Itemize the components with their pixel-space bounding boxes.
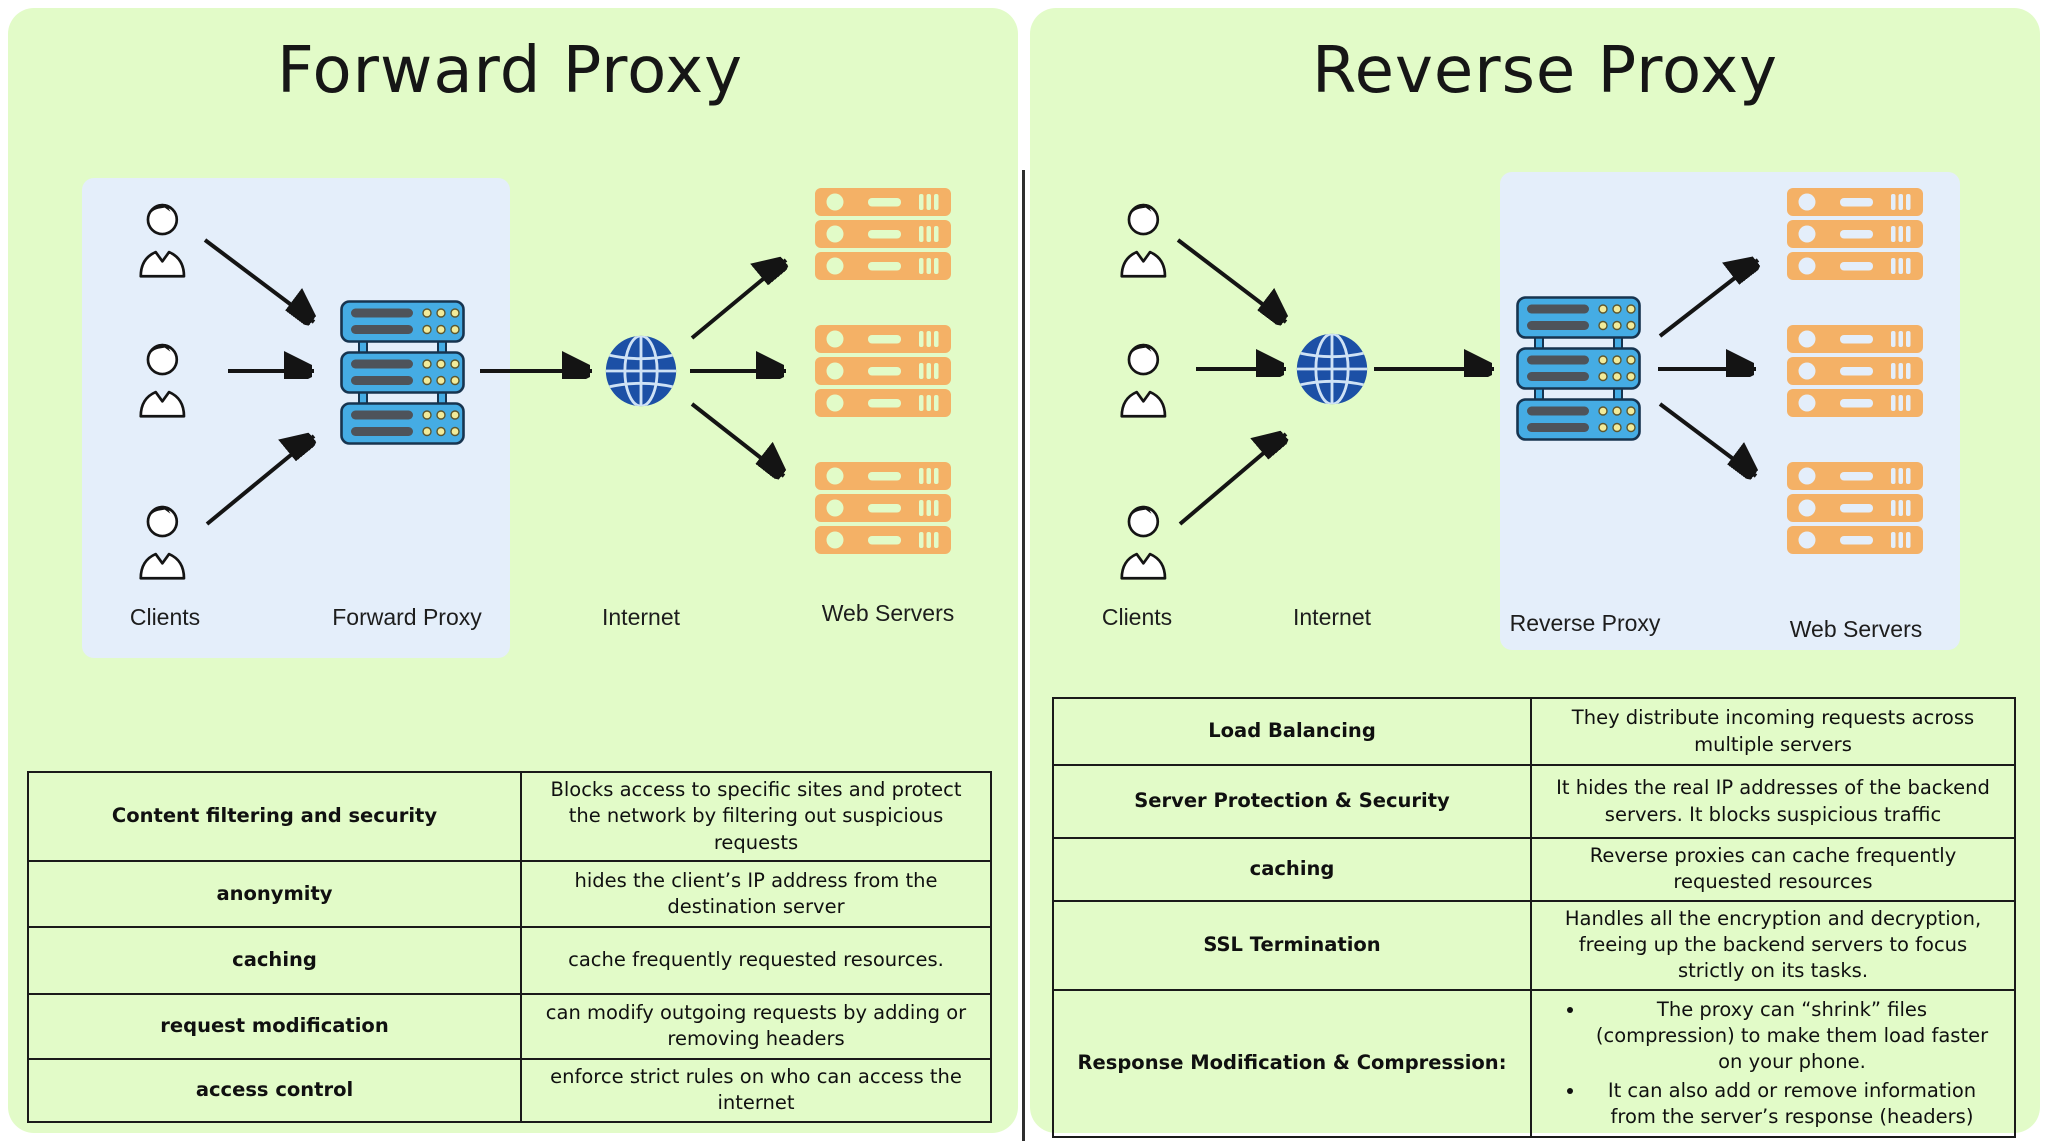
table-row: SSL Termination Handles all the encrypti… [1052, 899, 2016, 991]
client-user-icon [1120, 342, 1167, 418]
internet-label: Internet [602, 604, 680, 630]
feature-cell: access control [27, 1057, 522, 1123]
feature-cell: caching [27, 925, 522, 995]
reverse-proxy-server-icon [1516, 296, 1641, 441]
description-cell: Handles all the encryption and decryptio… [1530, 899, 2016, 991]
forward-proxy-server-icon [340, 300, 465, 445]
reverse-proxy-feature-table: Load Balancing They distribute incoming … [1052, 697, 2016, 1139]
description-bullet: It can also add or remove information fr… [1586, 1078, 1998, 1131]
feature-cell: Load Balancing [1052, 697, 1532, 766]
client-user-icon [139, 504, 186, 580]
feature-cell: Content filtering and security [27, 771, 522, 862]
web-servers-label: Web Servers [1789, 616, 1923, 642]
table-row: request modification can modify outgoing… [27, 992, 992, 1060]
description-bullet: The proxy can “shrink” files (compressio… [1586, 997, 1998, 1076]
web-server-group-icon [815, 188, 951, 280]
description-cell: They distribute incoming requests across… [1530, 697, 2016, 766]
description-cell: Reverse proxies can cache frequently req… [1530, 837, 2016, 902]
reverse-proxy-label: Reverse Proxy [1509, 610, 1661, 636]
description-cell: cache frequently requested resources. [520, 925, 992, 995]
description-bullet-list: The proxy can “shrink” files (compressio… [1548, 997, 1998, 1131]
feature-cell: Response Modification & Compression: [1052, 988, 1532, 1139]
table-row: anonymity hides the client’s IP address … [27, 859, 992, 928]
forward-proxy-title: Forward Proxy [276, 34, 744, 108]
web-server-group-icon [1787, 188, 1923, 280]
internet-globe-icon [603, 333, 679, 409]
client-user-icon [139, 202, 186, 278]
table-row: caching Reverse proxies can cache freque… [1052, 837, 2016, 902]
description-cell: It hides the real IP addresses of the ba… [1530, 764, 2016, 839]
forward-proxy-feature-table: Content filtering and security Blocks ac… [27, 771, 992, 1123]
client-user-icon [1120, 202, 1167, 278]
table-row: access control enforce strict rules on w… [27, 1057, 992, 1123]
table-row: Content filtering and security Blocks ac… [27, 771, 992, 862]
web-servers-label: Web Servers [821, 600, 955, 626]
web-server-group-icon [1787, 325, 1923, 417]
web-server-group-icon [815, 462, 951, 554]
table-row: caching cache frequently requested resou… [27, 925, 992, 995]
client-user-icon [139, 342, 186, 418]
description-cell: enforce strict rules on who can access t… [520, 1057, 992, 1123]
table-row: Server Protection & Security It hides th… [1052, 764, 2016, 839]
client-user-icon [1120, 504, 1167, 580]
table-row: Load Balancing They distribute incoming … [1052, 697, 2016, 766]
description-cell: Blocks access to specific sites and prot… [520, 771, 992, 862]
forward-proxy-label: Forward Proxy [332, 604, 482, 630]
table-row: Response Modification & Compression: The… [1052, 988, 2016, 1139]
description-cell: The proxy can “shrink” files (compressio… [1530, 988, 2016, 1139]
web-server-group-icon [1787, 462, 1923, 554]
feature-cell: Server Protection & Security [1052, 764, 1532, 839]
internet-globe-icon [1294, 331, 1370, 407]
clients-label: Clients [129, 604, 201, 630]
internet-label: Internet [1293, 604, 1371, 630]
feature-cell: request modification [27, 992, 522, 1060]
clients-label: Clients [1101, 604, 1173, 630]
feature-cell: SSL Termination [1052, 899, 1532, 991]
description-cell: can modify outgoing requests by adding o… [520, 992, 992, 1060]
reverse-proxy-title: Reverse Proxy [1312, 34, 1778, 108]
web-server-group-icon [815, 325, 951, 417]
feature-cell: anonymity [27, 859, 522, 928]
feature-cell: caching [1052, 837, 1532, 902]
description-cell: hides the client’s IP address from the d… [520, 859, 992, 928]
